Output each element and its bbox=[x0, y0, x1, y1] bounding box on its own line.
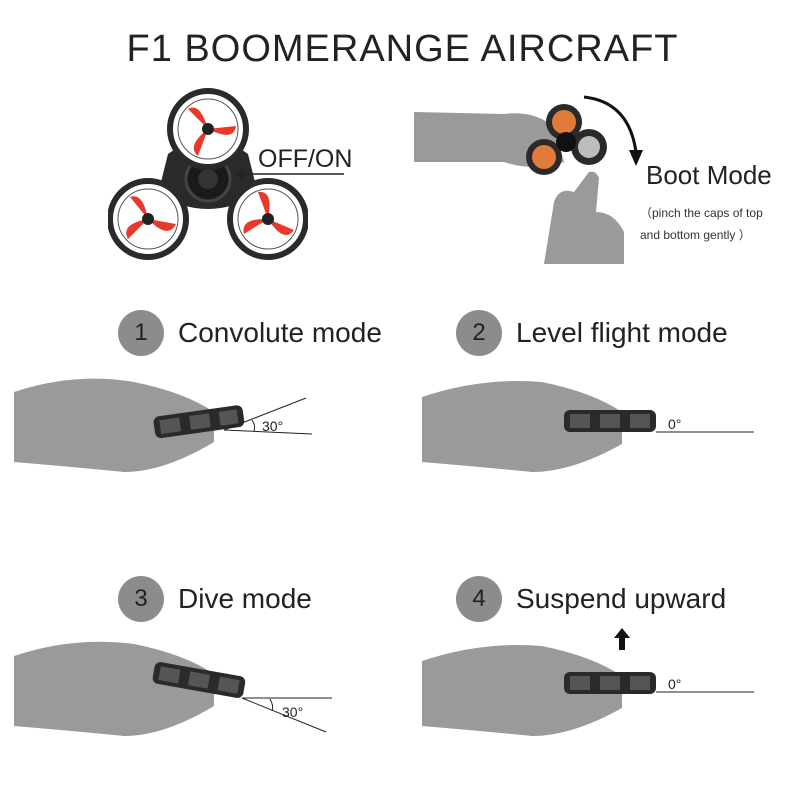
mode-2-label: Level flight mode bbox=[516, 317, 728, 348]
boot-mode-note: （pinch the caps of top and bottom gently… bbox=[640, 202, 763, 246]
mode-4-angle: 0° bbox=[668, 676, 682, 692]
mode-4-badge: 4 bbox=[456, 576, 502, 622]
boot-mode-illustration bbox=[414, 92, 644, 264]
boot-mode-label: Boot Mode bbox=[646, 160, 772, 190]
mode-4-label: Suspend upward bbox=[516, 583, 727, 614]
mode-4-heading: 4 Suspend upward bbox=[456, 576, 726, 622]
mode-3-badge: 3 bbox=[118, 576, 164, 622]
mode-3-label: Dive mode bbox=[178, 583, 312, 614]
page-title: F1 BOOMERANGE AIRCRAFT bbox=[126, 28, 679, 70]
mode-1-badge: 1 bbox=[118, 310, 164, 356]
propeller-cage-right bbox=[227, 178, 308, 260]
up-arrow-icon bbox=[614, 628, 630, 650]
boot-mode-note-line-2: and bottom gently ） bbox=[640, 228, 751, 242]
mode-4-illustration bbox=[422, 636, 757, 746]
switch-label: OFF/ON bbox=[258, 145, 353, 173]
mode-1-illustration bbox=[14, 372, 314, 482]
mode-2-heading: 2 Level flight mode bbox=[456, 310, 728, 356]
boot-mode-note-line-1: （pinch the caps of top bbox=[640, 206, 763, 220]
mode-2-illustration bbox=[422, 372, 757, 482]
mode-1-heading: 1 Convolute mode bbox=[118, 310, 382, 356]
mode-3-angle: 30° bbox=[282, 704, 304, 720]
mode-1-angle: 30° bbox=[262, 418, 284, 434]
propeller-cage-left bbox=[108, 178, 189, 260]
mode-1-label: Convolute mode bbox=[178, 317, 382, 348]
propeller-cage-top bbox=[167, 88, 249, 170]
mode-3-illustration bbox=[14, 636, 334, 746]
switch-pointer-arrow bbox=[234, 169, 344, 179]
mode-2-badge: 2 bbox=[456, 310, 502, 356]
mode-3-heading: 3 Dive mode bbox=[118, 576, 312, 622]
spinner-drone-illustration bbox=[108, 84, 308, 264]
mode-2-angle: 0° bbox=[668, 416, 682, 432]
